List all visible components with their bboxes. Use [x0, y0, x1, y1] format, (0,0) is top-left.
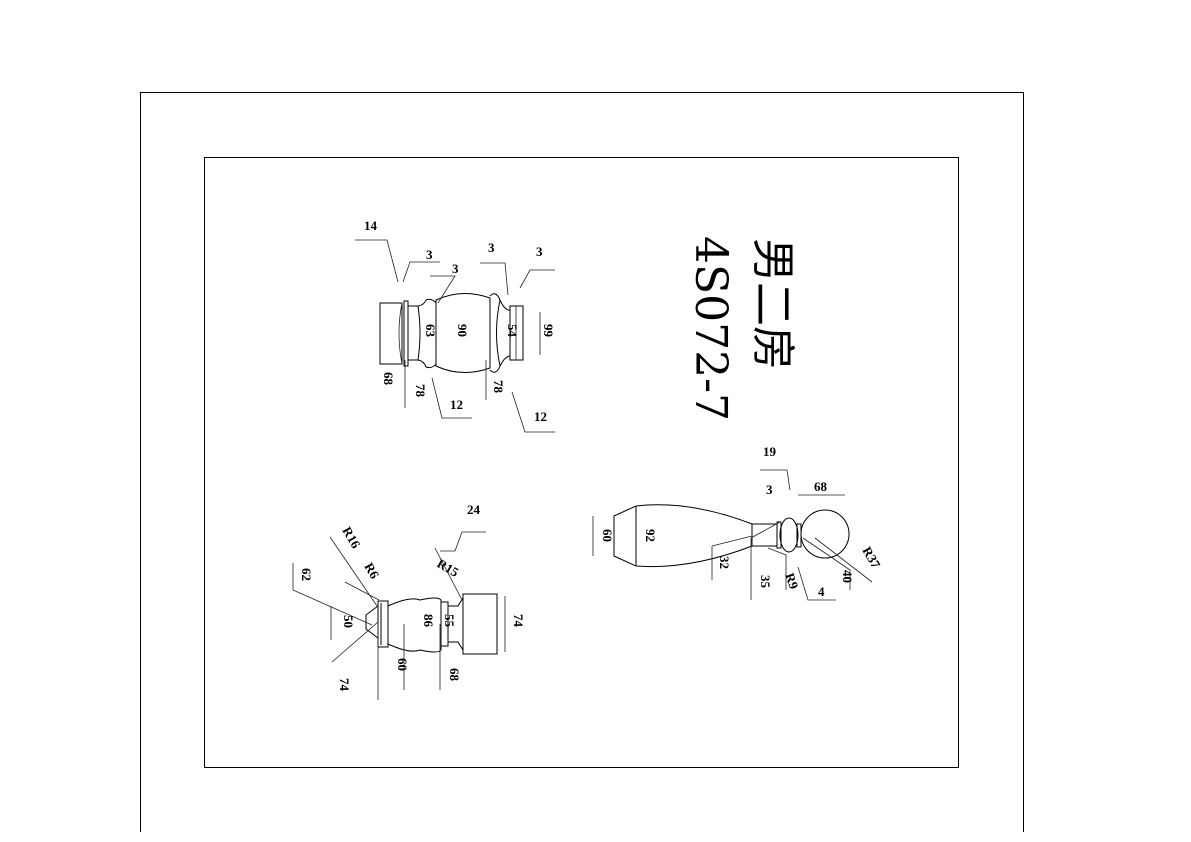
dim-label: 14 — [364, 218, 378, 233]
dim-label: 40 — [840, 570, 855, 583]
dim-label: 60 — [395, 658, 410, 671]
dim-label: 62 — [299, 568, 314, 581]
dim-label: 3 — [426, 247, 433, 262]
dim-label: 32 — [717, 556, 732, 569]
dim-label: R15 — [435, 556, 462, 580]
dim-label: 68 — [381, 372, 396, 386]
dim-label: 35 — [758, 575, 773, 589]
dim-label: 86 — [421, 614, 436, 628]
dim-label: 74 — [511, 614, 526, 628]
dim-label: 24 — [467, 502, 481, 517]
part-code-title: 4S072-7 — [685, 236, 736, 421]
dim-label: 78 — [413, 384, 428, 398]
dim-label: 12 — [534, 409, 547, 424]
dim-label: R16 — [339, 524, 363, 551]
inner-frame — [204, 157, 959, 768]
part3-profile — [592, 469, 873, 601]
dim-label: 74 — [337, 678, 352, 692]
dim-label: 99 — [541, 324, 556, 338]
dim-label: 3 — [536, 244, 543, 259]
dim-label: 50 — [341, 615, 356, 628]
dim-label: 90 — [455, 324, 470, 337]
dim-label: 12 — [450, 397, 463, 412]
dim-label: 19 — [763, 444, 777, 459]
dim-label: 63 — [423, 324, 438, 338]
dim-label: 3 — [766, 482, 773, 497]
dim-label: 60 — [600, 529, 615, 542]
dim-label: 92 — [643, 529, 658, 542]
outer-frame — [140, 92, 1024, 832]
dim-label: R37 — [859, 544, 883, 571]
dim-label: 68 — [814, 479, 828, 494]
dim-label: 3 — [452, 261, 459, 276]
dim-label: 54 — [505, 324, 520, 338]
dim-label: 68 — [447, 668, 462, 682]
dim-label: 4 — [818, 584, 825, 599]
part-name-title: 男二房 — [747, 238, 798, 370]
dim-label: 3 — [488, 240, 495, 255]
dim-label: R6 — [361, 560, 382, 582]
part1-profile — [355, 239, 555, 433]
part2-profile — [292, 531, 506, 700]
dim-label: R9 — [782, 571, 802, 592]
dim-label: 55 — [442, 614, 457, 628]
dim-label: 78 — [491, 380, 506, 394]
